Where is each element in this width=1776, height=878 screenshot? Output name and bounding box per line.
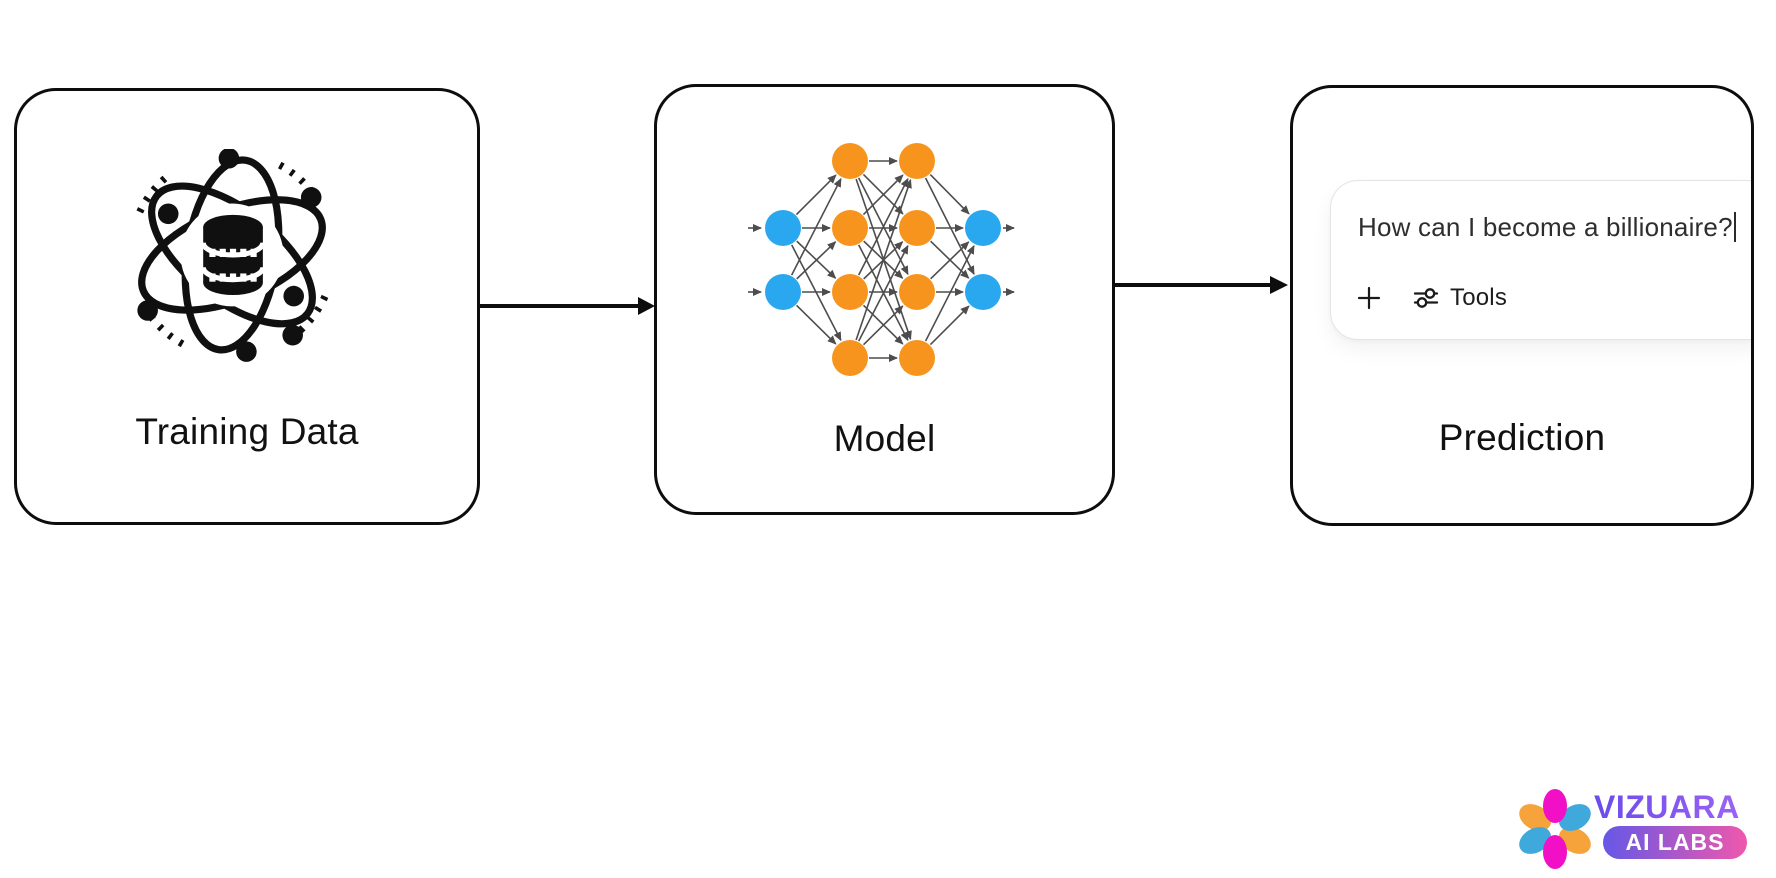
tools-button-label: Tools — [1450, 284, 1508, 311]
model-box: Model — [654, 84, 1115, 515]
logo-badge: AI LABS — [1603, 826, 1747, 859]
prediction-box: How can I become a billionaire? — [1290, 85, 1754, 526]
training-data-label: Training Data — [135, 411, 359, 452]
plus-icon[interactable] — [1356, 285, 1382, 311]
chat-prompt-text: How can I become a billionaire? — [1358, 211, 1736, 243]
arrow-training-to-model — [480, 297, 655, 315]
flower-logo-icon — [1519, 789, 1591, 869]
model-label: Model — [833, 418, 936, 459]
text-caret — [1733, 212, 1736, 242]
vizuara-logo: VIZUARA AI LABS — [1515, 786, 1755, 878]
tools-sliders-icon — [1413, 288, 1439, 308]
chat-input[interactable]: How can I become a billionaire? — [1330, 180, 1751, 340]
prediction-label: Prediction — [1438, 417, 1606, 458]
logo-brand-text: VIZUARA — [1594, 789, 1740, 825]
tools-button[interactable]: Tools — [1412, 284, 1507, 312]
arrow-model-to-prediction — [1114, 276, 1288, 294]
neural-network-icon — [748, 143, 1015, 376]
atom-database-icon — [136, 149, 329, 362]
chat-toolbar: Tools — [1356, 284, 1507, 312]
training-data-box: Training Data — [14, 88, 480, 525]
